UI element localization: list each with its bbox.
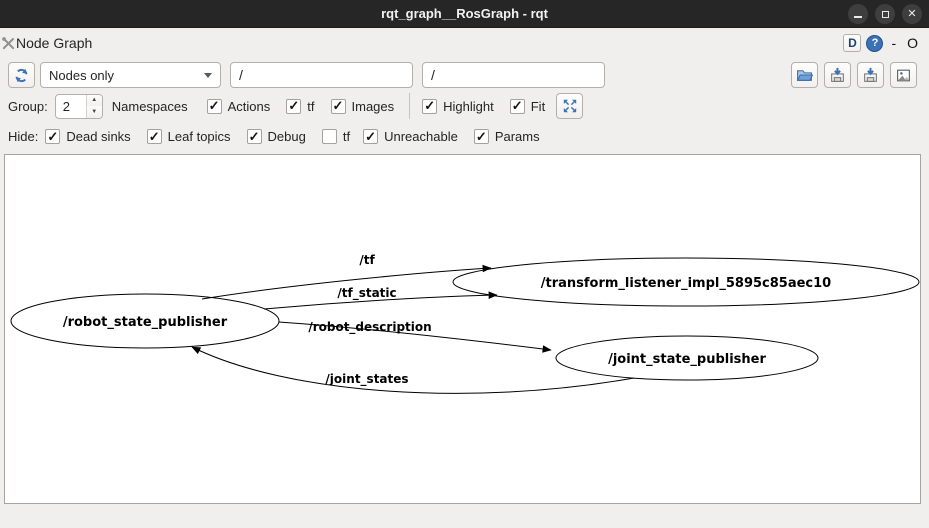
checkbox-label: Fit xyxy=(530,98,546,114)
namespaces-label: Namespaces xyxy=(111,98,188,114)
checkbox-hide-dead-sinks[interactable]: Dead sinks xyxy=(45,129,131,144)
save-image-icon xyxy=(897,69,910,81)
topic-filter-input[interactable]: / xyxy=(422,62,605,88)
hide-row: Hide: Dead sinks Leaf topics Debug tf Un… xyxy=(0,121,929,152)
checkbox-indicator xyxy=(146,129,162,144)
save-svg-icon xyxy=(864,67,877,82)
fit-in-view-button[interactable] xyxy=(556,93,584,119)
window-title: rqt_graph__RosGraph - rqt xyxy=(381,6,548,21)
checkbox-indicator xyxy=(363,129,379,144)
dock-minimize-button[interactable]: - xyxy=(891,35,897,51)
graph-node-robot_state_publisher xyxy=(10,293,280,349)
close-icon: ✕ xyxy=(907,7,917,20)
plugin-title: Node Graph xyxy=(16,35,93,51)
checkbox-hide-leaf-topics[interactable]: Leaf topics xyxy=(146,129,231,144)
checkbox-indicator xyxy=(45,129,61,144)
checkbox-label: Actions xyxy=(227,98,271,114)
save-dot-button[interactable] xyxy=(824,62,851,88)
checkbox-images[interactable]: Images xyxy=(330,98,395,114)
checkbox-indicator xyxy=(286,98,302,114)
spinbox-buttons: ▲ ▼ xyxy=(85,94,102,118)
checkbox-actions[interactable]: Actions xyxy=(206,98,271,114)
graph-canvas[interactable]: /robot_state_publisher/transform_listene… xyxy=(4,154,921,504)
checkbox-label: tf xyxy=(307,98,315,114)
checkbox-indicator xyxy=(321,129,337,144)
spin-down-button[interactable]: ▼ xyxy=(86,106,102,118)
node-filter-input[interactable]: / xyxy=(230,62,413,88)
graph-edge-label: /joint_states xyxy=(325,372,408,387)
graph-node-label: /robot_state_publisher xyxy=(63,315,228,330)
graph-node-joint_state_publisher xyxy=(555,335,819,381)
maximize-button[interactable] xyxy=(875,4,895,24)
dock-d-button[interactable]: D xyxy=(843,34,862,52)
checkbox-label: Unreachable xyxy=(384,129,458,144)
graph-node-label: /transform_listener_impl_5895c85aec10 xyxy=(541,276,831,291)
checkbox-indicator xyxy=(330,98,346,114)
checkbox-highlight[interactable]: Highlight xyxy=(422,98,494,114)
graph-edge xyxy=(201,264,492,300)
group-value: 2 xyxy=(62,98,70,114)
checkbox-hide-params[interactable]: Params xyxy=(473,129,540,144)
minimize-button[interactable] xyxy=(848,4,868,24)
maximize-icon xyxy=(881,10,889,18)
refresh-button[interactable] xyxy=(8,62,35,88)
graph-edge-label: /tf_static xyxy=(337,286,396,301)
node-graph-svg: /robot_state_publisher/transform_listene… xyxy=(10,253,920,394)
graph-edge xyxy=(191,346,635,394)
checkbox-label: tf xyxy=(342,129,351,144)
graph-edge-label: /tf xyxy=(359,253,375,267)
checkbox-label: Dead sinks xyxy=(66,129,131,144)
checkbox-indicator xyxy=(473,129,489,144)
toolbar-right-group xyxy=(791,62,917,88)
minimize-icon xyxy=(854,16,862,18)
folder-open-icon xyxy=(796,69,813,81)
separator xyxy=(409,93,411,119)
fit-view-icon xyxy=(563,99,576,113)
graph-node-label: /joint_state_publisher xyxy=(608,352,766,367)
spin-up-button[interactable]: ▲ xyxy=(86,94,102,106)
checkbox-hide-debug[interactable]: Debug xyxy=(246,129,306,144)
refresh-icon xyxy=(15,68,28,82)
checkbox-label: Images xyxy=(351,98,395,114)
dock-buttons: D ? - O xyxy=(843,34,921,52)
graph-edge-label: /robot_description xyxy=(308,320,431,335)
checkbox-hide-unreachable[interactable]: Unreachable xyxy=(363,129,458,144)
dock-float-button[interactable]: O xyxy=(907,35,918,51)
checkbox-label: Params xyxy=(494,129,540,144)
plugin-tools-icon xyxy=(2,36,15,49)
group-label: Group: xyxy=(8,98,48,114)
checkbox-indicator xyxy=(206,98,222,114)
save-svg-button[interactable] xyxy=(857,62,884,88)
options-row: Group: 2 ▲ ▼ Namespaces Actions tf Image… xyxy=(0,91,929,121)
graph-node-transform_listener xyxy=(452,257,920,307)
topic-filter-value: / xyxy=(431,67,435,83)
close-button[interactable]: ✕ xyxy=(902,4,922,24)
hide-label: Hide: xyxy=(8,129,39,144)
checkbox-indicator xyxy=(509,98,525,114)
save-dot-icon xyxy=(831,67,844,82)
checkbox-tf-group[interactable]: tf xyxy=(286,98,315,114)
node-filter-value: / xyxy=(239,67,243,83)
load-dot-button[interactable] xyxy=(791,62,818,88)
checkbox-label: Highlight xyxy=(443,98,494,114)
titlebar: rqt_graph__RosGraph - rqt ✕ xyxy=(0,0,929,28)
checkbox-fit[interactable]: Fit xyxy=(509,98,546,114)
chevron-down-icon xyxy=(204,72,212,78)
checkbox-label: Leaf topics xyxy=(167,129,231,144)
checkbox-indicator xyxy=(422,98,438,114)
checkbox-indicator xyxy=(246,129,262,144)
checkbox-hide-tf[interactable]: tf xyxy=(321,129,351,144)
graph-type-select[interactable]: Nodes only xyxy=(40,62,221,88)
toolbar: Nodes only / / xyxy=(0,59,929,91)
plugin-header: Node Graph D ? - O xyxy=(0,28,929,58)
help-icon[interactable]: ? xyxy=(866,34,884,52)
window-controls: ✕ xyxy=(848,4,922,24)
graph-edge xyxy=(263,291,498,310)
save-image-button[interactable] xyxy=(890,62,917,88)
checkbox-label: Debug xyxy=(267,129,306,144)
group-spinbox[interactable]: 2 ▲ ▼ xyxy=(54,93,103,119)
graph-type-value: Nodes only xyxy=(49,67,115,83)
graph-edge xyxy=(278,321,552,353)
